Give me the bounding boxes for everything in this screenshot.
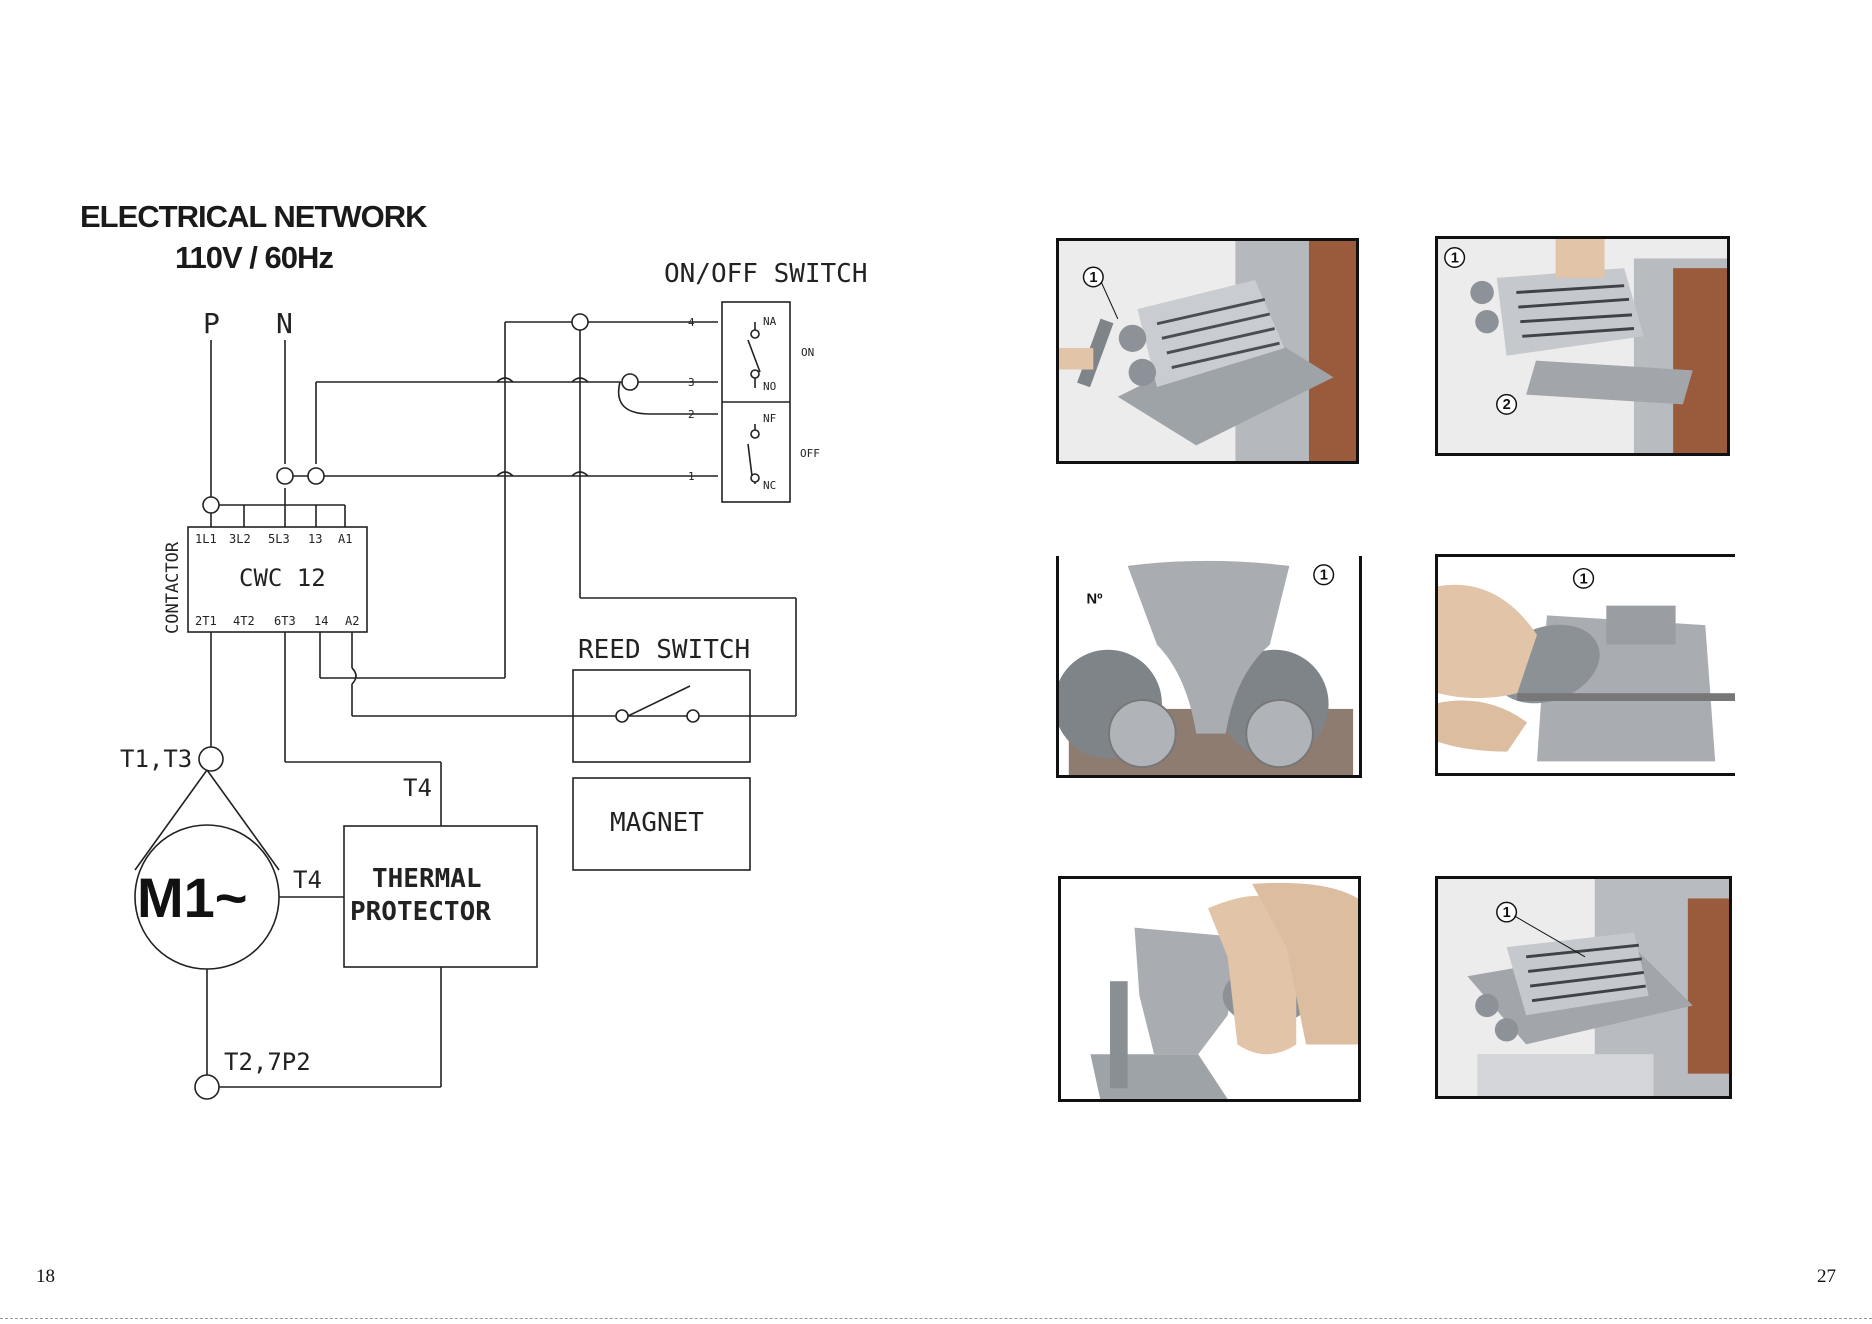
label-p: P [203, 307, 220, 340]
contact-nc: NC [763, 479, 776, 492]
contact-no: NO [763, 380, 776, 393]
wiring-schematic: P N ON/OFF SWITCH 4 3 2 1 NA NO NF NC ON… [0, 0, 936, 1200]
contactor-terminal-14: 14 [314, 614, 328, 628]
right-page: 1 1 2 [936, 0, 1872, 1324]
node-t1t3: T1,T3 [120, 745, 192, 773]
photo-roller-insertion: 1 [1435, 554, 1735, 776]
switch-terminal-2: 2 [688, 408, 695, 421]
label-t4-upper: T4 [403, 774, 432, 802]
contactor-terminal-4t2: 4T2 [233, 614, 255, 628]
motor-label: M1~ [137, 866, 248, 929]
photo2-callout-1: 1 [1451, 250, 1459, 266]
contactor-terminal-a2: A2 [345, 614, 359, 628]
magnet-label: MAGNET [610, 808, 704, 838]
contactor-label: CONTACTOR [163, 541, 183, 634]
contact-na: NA [763, 315, 777, 328]
contactor-terminal-3l2: 3L2 [229, 532, 251, 546]
contactor-terminal-13: 13 [308, 532, 322, 546]
contactor-terminal-a1: A1 [338, 532, 352, 546]
thermal-line2: PROTECTOR [350, 897, 491, 927]
on-off-switch-label: ON/OFF SWITCH [664, 259, 868, 289]
node-t2: T2,7P2 [224, 1048, 311, 1076]
switch-terminal-1: 1 [688, 470, 695, 483]
contactor-terminal-6t3: 6T3 [274, 614, 296, 628]
photo-roller-guide-placement [1058, 876, 1361, 1102]
contactor-terminal-2t1: 2T1 [195, 614, 217, 628]
photo3-callout-number: Nº [1086, 591, 1103, 607]
photo-roller-removal: 1 2 [1435, 236, 1730, 456]
label-n: N [276, 307, 293, 340]
photo-roller-assembly-front: 1 [1056, 238, 1359, 464]
contactor-terminal-5l3: 5L3 [268, 532, 290, 546]
photo6-callout-1: 1 [1503, 905, 1511, 921]
contactor-terminal-1l1: 1L1 [195, 532, 217, 546]
photo1-callout-1: 1 [1089, 270, 1097, 286]
state-on: ON [801, 346, 814, 359]
contactor-model: CWC 12 [239, 564, 326, 592]
contact-nf: NF [763, 412, 776, 425]
photo3-callout-1: 1 [1320, 568, 1328, 584]
thermal-line1: THERMAL [372, 864, 482, 894]
page-bottom-edge [0, 1318, 1872, 1319]
label-t4-left: T4 [293, 866, 322, 894]
state-off: OFF [800, 447, 820, 460]
switch-terminal-3: 3 [688, 376, 695, 389]
page-number-left: 18 [36, 1266, 55, 1288]
photo-roller-assembled: 1 [1435, 876, 1732, 1099]
photo4-callout-1: 1 [1580, 571, 1588, 587]
page-number-right: 27 [1817, 1266, 1836, 1288]
reed-switch-label: REED SWITCH [578, 635, 750, 665]
photo-roller-numbering: 1 Nº [1056, 556, 1362, 778]
switch-terminal-4: 4 [688, 316, 695, 329]
photo2-callout-2: 2 [1503, 397, 1511, 413]
left-page: ELECTRICAL NETWORK 110V / 60Hz [0, 0, 936, 1324]
